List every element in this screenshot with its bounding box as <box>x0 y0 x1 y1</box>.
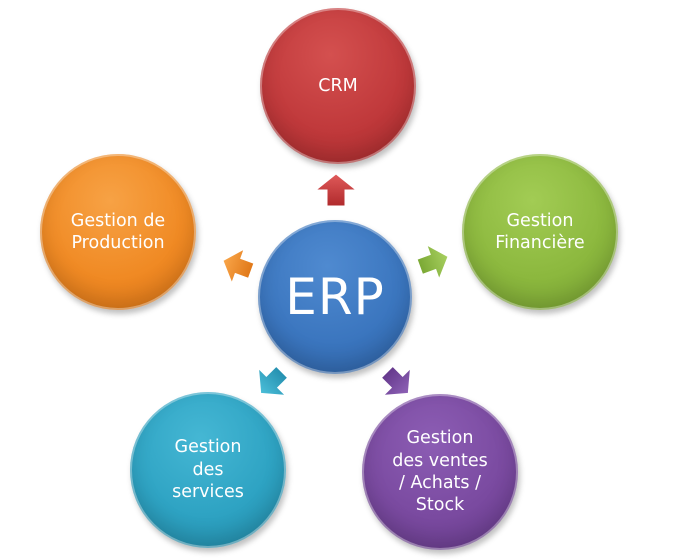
arrow-to-sales <box>380 365 412 397</box>
arrow-to-services <box>257 365 289 397</box>
node-production-label: Gestion de Production <box>70 210 166 253</box>
arrow-to-finance <box>416 244 449 281</box>
node-erp-center: ERP <box>258 220 412 374</box>
node-production: Gestion de Production <box>40 154 196 310</box>
arrow-to-crm <box>314 173 358 207</box>
node-finance-label: Gestion Financière <box>495 210 585 253</box>
node-sales: Gestion des ventes / Achats / Stock <box>362 394 518 550</box>
node-crm-label: CRM <box>318 75 358 96</box>
node-erp-label: ERP <box>285 268 385 326</box>
node-finance: Gestion Financière <box>462 154 618 310</box>
node-crm: CRM <box>260 8 416 164</box>
node-services: Gestion des services <box>130 392 286 548</box>
node-sales-label: Gestion des ventes / Achats / Stock <box>392 428 488 516</box>
arrow-to-production <box>222 248 255 285</box>
node-services-label: Gestion des services <box>172 437 244 503</box>
